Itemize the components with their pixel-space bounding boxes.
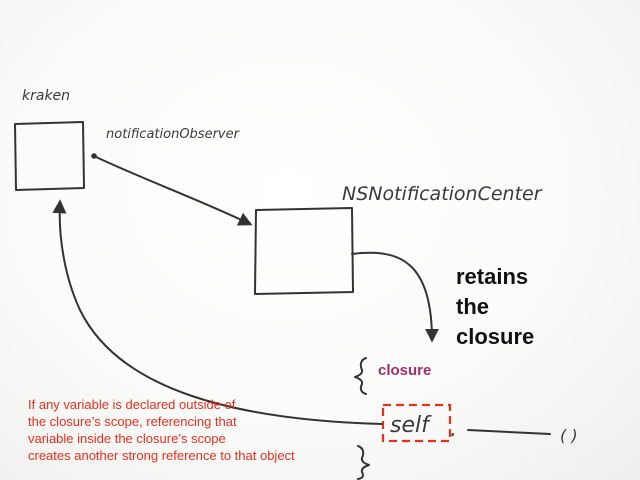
kraken-label: kraken xyxy=(22,88,70,104)
call-line xyxy=(467,429,551,435)
retains-line-1: retains xyxy=(456,264,529,289)
closure-close-brace xyxy=(357,445,370,480)
kraken-box xyxy=(14,121,85,191)
note-line-2: the closure’s scope, referencing that xyxy=(28,414,237,429)
observer-arrow xyxy=(93,155,253,226)
note-line-1: If any variable is declared outside of xyxy=(28,397,236,412)
notification-center-box xyxy=(254,207,354,295)
self-highlight-box xyxy=(381,403,452,443)
note-line-3: variable inside the closure’s scope xyxy=(28,431,226,446)
observer-label: notificationObserver xyxy=(106,127,241,142)
closure-label: closure xyxy=(378,362,432,379)
self-word: self xyxy=(390,413,432,438)
strong-reference-arrow xyxy=(52,199,383,425)
retains-line-3: closure xyxy=(456,324,535,349)
call-parens: ( ) xyxy=(560,426,578,445)
note-line-4: creates another strong reference to that… xyxy=(28,448,295,463)
strong-reference-note: If any variable is declared outside of t… xyxy=(28,396,295,464)
retains-line-2: the xyxy=(456,294,489,319)
retains-closure-text: retains the closure xyxy=(456,262,534,352)
closure-open-brace xyxy=(354,357,367,395)
retain-arrow xyxy=(351,251,439,343)
self-dot: . xyxy=(450,417,457,442)
notification-center-label: NSNotificationCenter xyxy=(342,183,543,205)
